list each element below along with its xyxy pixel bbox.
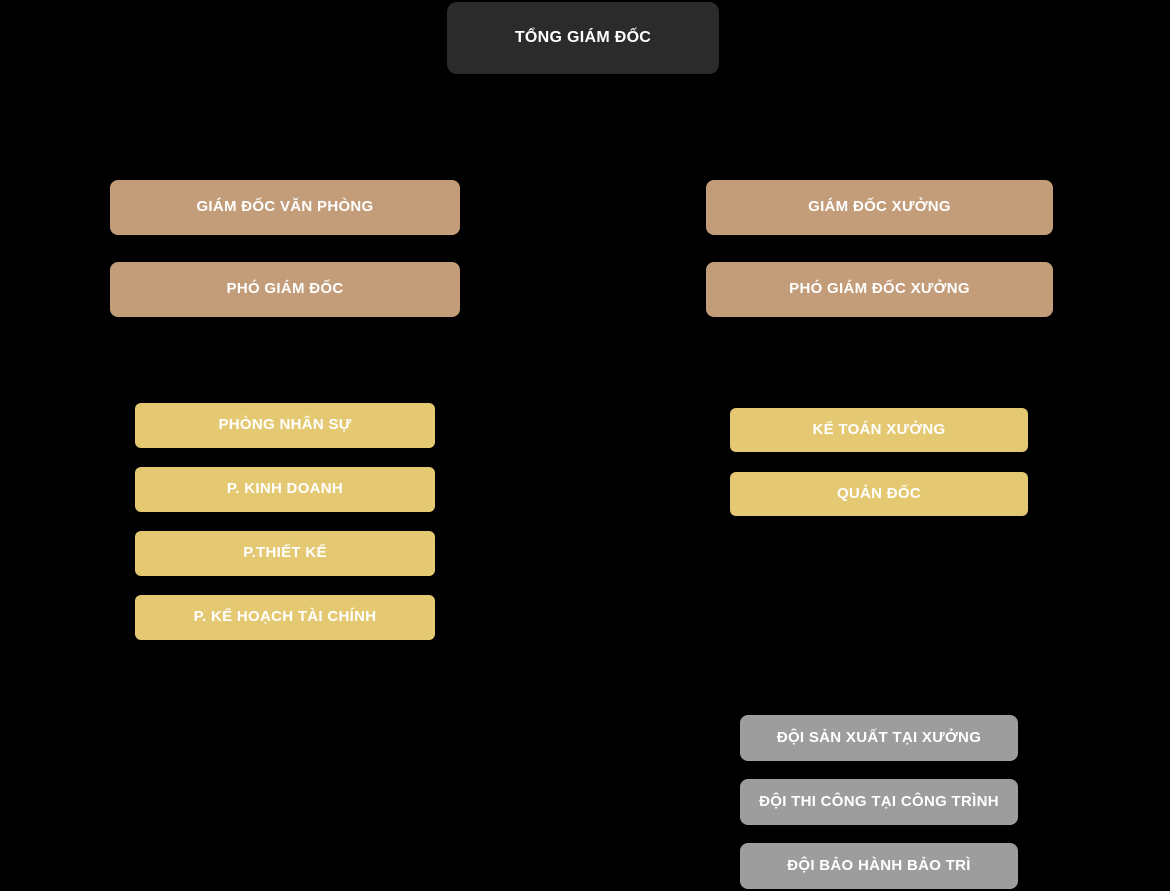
org-node-p-ke-hoach-tai-chinh: P. KẾ HOẠCH TÀI CHÍNH: [135, 595, 435, 640]
org-node-quan-doc: QUẢN ĐỐC: [730, 472, 1028, 516]
org-node-pho-giam-doc: PHÓ GIÁM ĐỐC: [110, 262, 460, 317]
org-node-p-thiet-ke: P.THIẾT KẾ: [135, 531, 435, 576]
org-node-doi-bao-hanh-bao-tri: ĐỘI BẢO HÀNH BẢO TRÌ: [740, 843, 1018, 889]
org-node-giam-doc-van-phong: GIÁM ĐỐC VĂN PHÒNG: [110, 180, 460, 235]
org-node-doi-san-xuat-tai-xuong: ĐỘI SẢN XUẤT TẠI XƯỞNG: [740, 715, 1018, 761]
org-node-p-kinh-doanh: P. KINH DOANH: [135, 467, 435, 512]
org-node-pho-giam-doc-xuong: PHÓ GIÁM ĐỐC XƯỞNG: [706, 262, 1053, 317]
org-node-tong-giam-doc: TỔNG GIÁM ĐỐC: [447, 2, 719, 74]
org-node-giam-doc-xuong: GIÁM ĐỐC XƯỞNG: [706, 180, 1053, 235]
org-node-ke-toan-xuong: KẾ TOÁN XƯỞNG: [730, 408, 1028, 452]
org-node-doi-thi-cong-tai-cong-trinh: ĐỘI THI CÔNG TẠI CÔNG TRÌNH: [740, 779, 1018, 825]
org-node-phong-nhan-su: PHÒNG NHÂN SỰ: [135, 403, 435, 448]
